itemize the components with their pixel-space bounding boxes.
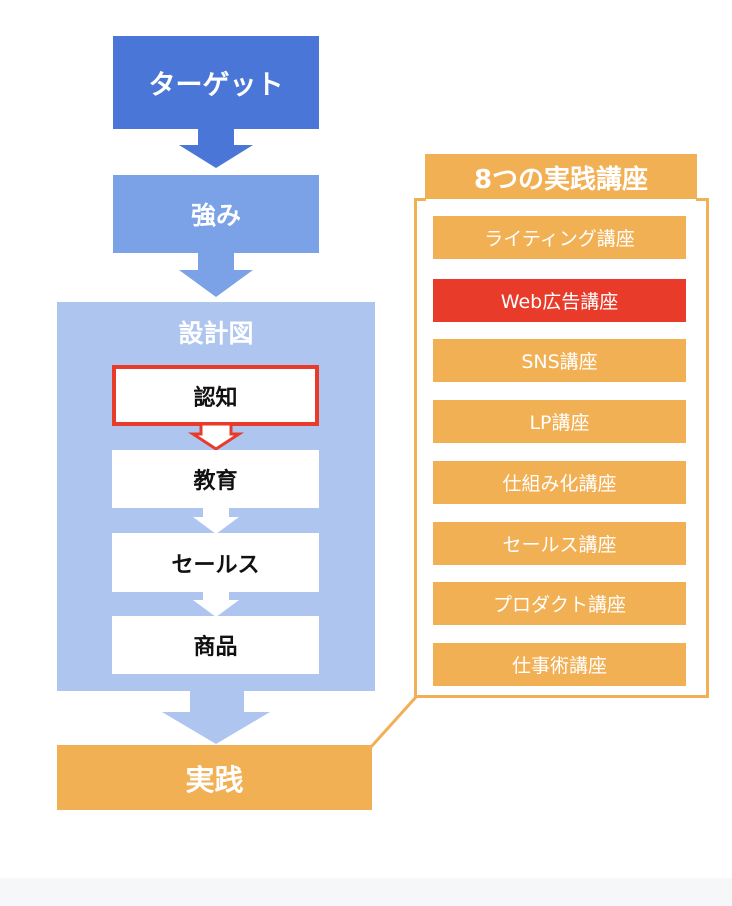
awareness-arrow-icon — [187, 423, 245, 451]
course-item-label: 仕事術講座 — [511, 655, 607, 677]
step-sales: セールス — [112, 533, 319, 592]
step-awareness-label: 認知 — [193, 385, 238, 411]
course-item-label: LP講座 — [529, 412, 590, 434]
course-item-product: プロダクト講座 — [433, 582, 686, 625]
education-arrow-icon — [193, 508, 239, 534]
course-item-sales: セールス講座 — [433, 522, 686, 565]
courses-panel-top-right — [696, 198, 709, 201]
step-sales-label: セールス — [171, 552, 260, 578]
step-product-label: 商品 — [193, 635, 238, 660]
course-item-writing: ライティング講座 — [433, 216, 686, 259]
course-item-web-ads: Web広告講座 — [433, 279, 686, 322]
course-item-label: 仕組み化講座 — [502, 473, 617, 495]
courses-header-label: 8つの実践講座 — [473, 164, 649, 195]
step-awareness: 認知 — [112, 365, 319, 426]
arrow-strength-to-blueprint — [179, 252, 253, 297]
target-label: ターゲット — [148, 70, 284, 101]
course-item-label: ライティング講座 — [484, 228, 635, 250]
courses-header: 8つの実践講座 — [425, 154, 697, 200]
course-item-lp: LP講座 — [433, 400, 686, 443]
course-item-sns: SNS講座 — [433, 339, 686, 382]
arrow-target-to-strength — [179, 128, 253, 168]
practice-label: 実践 — [185, 762, 244, 797]
course-item-label: SNS講座 — [521, 351, 598, 373]
step-education: 教育 — [112, 450, 319, 508]
practice-box: 実践 — [57, 745, 372, 810]
courses-panel-top-left — [414, 198, 426, 201]
course-item-label: セールス講座 — [502, 534, 617, 556]
sales-arrow-icon — [193, 591, 239, 617]
step-education-label: 教育 — [193, 469, 238, 494]
strength-box: 強み — [113, 175, 319, 253]
course-item-automation: 仕組み化講座 — [433, 461, 686, 504]
course-item-label: プロダクト講座 — [492, 594, 626, 616]
course-item-label: Web広告講座 — [500, 291, 619, 313]
target-box: ターゲット — [113, 36, 319, 129]
blueprint-title: 設計図 — [178, 319, 254, 348]
step-product: 商品 — [112, 616, 319, 674]
strength-label: 強み — [190, 201, 241, 230]
course-item-work-skills: 仕事術講座 — [433, 643, 686, 686]
arrow-blueprint-to-practice — [162, 690, 270, 744]
connector-line — [369, 695, 418, 749]
bottom-strip — [0, 878, 732, 906]
